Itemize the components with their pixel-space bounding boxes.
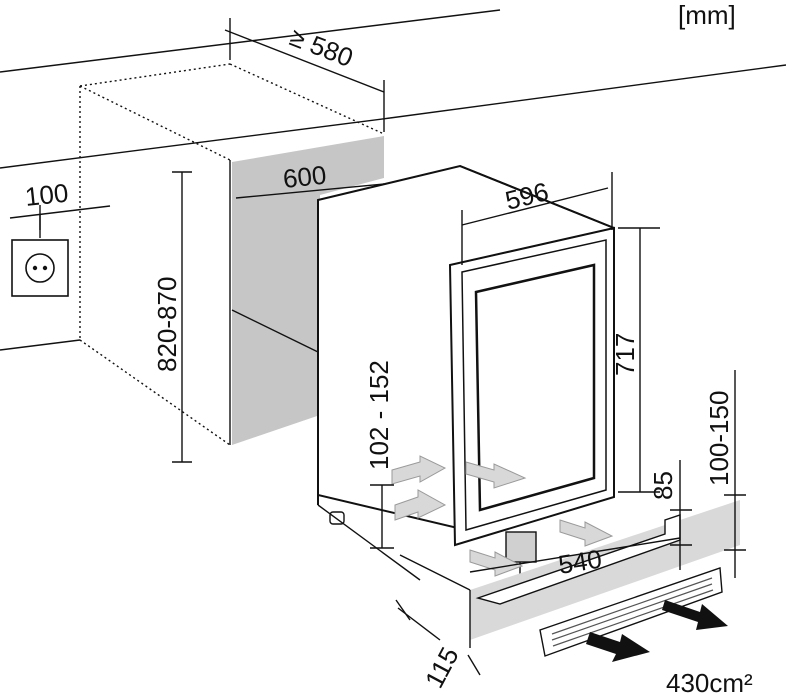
unit-label: [mm] [678,0,736,30]
foot-height-label: 102 - 152 [364,360,394,470]
plinth-depth-label: 115 [419,642,465,693]
niche-height-label: 820-870 [152,277,182,372]
appliance [317,164,615,585]
plinth-width-label: 540 [556,544,604,580]
plinth [317,500,740,657]
plinth-gap-label: 85 [648,471,678,500]
dimension-lines [9,18,746,676]
socket-offset-label: 100 [23,178,69,212]
airflow-arrows [391,455,728,662]
room-outline [0,9,786,446]
niche-back-wall [232,136,384,445]
appliance-height-label: 717 [610,333,640,376]
vent-area-label: 430cm² [666,668,753,697]
niche-width-label: 600 [281,160,327,194]
power-socket [11,214,69,297]
plinth-height-label: 100-150 [704,391,734,486]
